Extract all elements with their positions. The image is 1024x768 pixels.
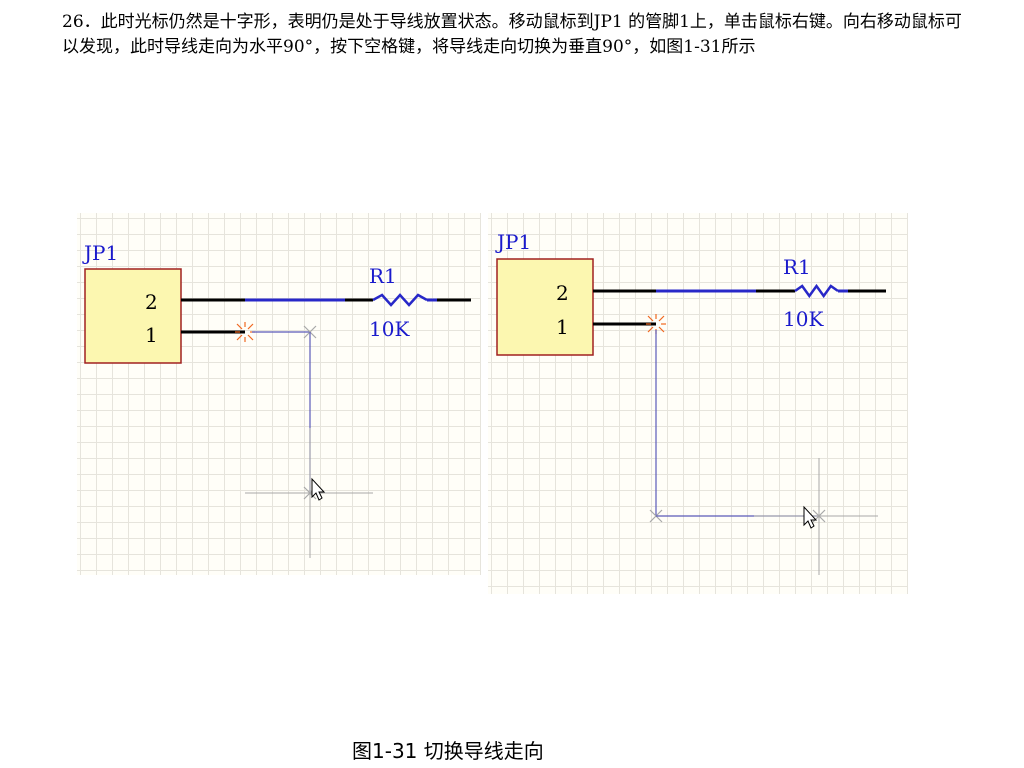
mouse-cursor-icon <box>311 477 326 501</box>
instruction-paragraph: 26．此时光标仍然是十字形，表明仍是处于导线放置状态。移动鼠标到JP1 的管脚1… <box>62 12 962 57</box>
connector-label: JP1 <box>495 230 531 254</box>
pin-2-number: 2 <box>556 281 569 305</box>
pin-2-number: 2 <box>145 290 158 314</box>
schematic-canvas-right: JP1 2 1 R1 10K <box>495 230 886 575</box>
mouse-cursor-icon <box>803 505 818 529</box>
resistor-value: 10K <box>369 317 410 341</box>
connector-label: JP1 <box>82 241 118 265</box>
resistor-designator: R1 <box>783 255 811 279</box>
connector-body <box>496 258 594 356</box>
resistor-value: 10K <box>783 307 824 331</box>
schematic-panel-right: JP1 2 1 R1 10K <box>488 213 908 594</box>
schematic-panel-left: JP1 2 1 R1 10K <box>77 213 481 575</box>
connector-body <box>84 268 182 364</box>
connection-marker <box>646 314 666 334</box>
resistor-symbol <box>794 283 839 299</box>
figure-caption: 图1-31 切换导线走向 <box>352 739 544 763</box>
pin-1-number: 1 <box>556 315 569 339</box>
resistor-symbol <box>372 293 428 307</box>
connection-marker <box>235 322 255 342</box>
schematic-canvas-left: JP1 2 1 R1 10K <box>82 241 471 558</box>
resistor-designator: R1 <box>369 264 397 288</box>
pin-1-number: 1 <box>145 323 158 347</box>
